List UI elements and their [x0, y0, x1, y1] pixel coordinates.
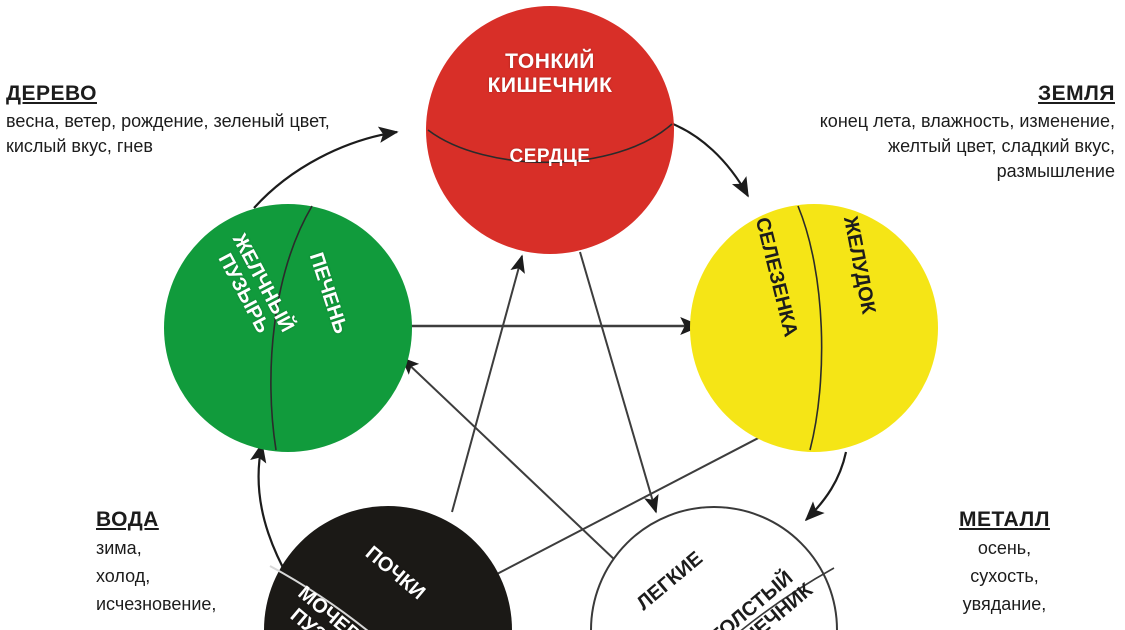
- arrow-fire-to-earth: [667, 120, 749, 198]
- wood-divider-arc: [270, 205, 313, 451]
- element-block-wood: ДЕРЕВО весна, ветер, рождение, зеленый ц…: [6, 82, 406, 159]
- organ-stomach: ЖЕЛУДОК: [838, 214, 880, 316]
- element-description-water: зима, холод, исчезновение,: [96, 538, 217, 614]
- element-description-wood: весна, ветер, рождение, зеленый цвет, ки…: [6, 111, 330, 156]
- element-description-metal: осень, сухость, увядание,: [962, 538, 1047, 614]
- organ-spleen: СЕЛЕЗЕНКА: [750, 215, 802, 340]
- element-description-earth: конец лета, влажность, изменение, желтый…: [819, 111, 1115, 181]
- metal-divider-arc: [740, 567, 835, 630]
- element-block-earth: ЗЕМЛЯ конец лета, влажность, изменение, …: [745, 82, 1115, 183]
- earth-divider-arc: [797, 205, 823, 451]
- element-title-metal: МЕТАЛЛ: [959, 508, 1050, 531]
- node-metal[interactable]: ЛЕГКИЕ ТОЛСТЫЙ КИШЕЧНИК: [590, 506, 838, 630]
- arrow-water-to-fire: [451, 254, 525, 513]
- organ-lungs: ЛЕГКИЕ: [632, 547, 708, 615]
- element-title-wood: ДЕРЕВО: [6, 82, 97, 105]
- element-title-water: ВОДА: [96, 508, 159, 531]
- organ-heart: СЕРДЦЕ: [509, 146, 591, 167]
- element-title-earth: ЗЕМЛЯ: [1038, 82, 1115, 105]
- node-earth[interactable]: СЕЛЕЗЕНКА ЖЕЛУДОК: [690, 204, 938, 452]
- element-block-metal: МЕТАЛЛ осень, сухость, увядание,: [892, 508, 1117, 619]
- arrow-earth-to-metal: [804, 451, 848, 522]
- organ-kidneys: ПОЧКИ: [361, 541, 430, 605]
- organ-large-intestine: ТОЛСТЫЙ КИШЕЧНИК: [705, 566, 818, 630]
- organ-gallbladder: ЖЕЛЧНЫЙ ПУЗЫРЬ: [213, 230, 299, 337]
- element-block-water: ВОДА зима, холод, исчезновение,: [96, 508, 316, 619]
- node-wood[interactable]: ЖЕЛЧНЫЙ ПУЗЫРЬ ПЕЧЕНЬ: [164, 204, 412, 452]
- organ-liver: ПЕЧЕНЬ: [304, 249, 352, 337]
- fire-divider-arc: [427, 123, 673, 164]
- organ-small-intestine: ТОНКИЙ КИШЕЧНИК: [487, 50, 613, 97]
- arrow-fire-to-metal: [579, 251, 659, 514]
- node-fire[interactable]: ТОНКИЙ КИШЕЧНИК СЕРДЦЕ: [426, 6, 674, 254]
